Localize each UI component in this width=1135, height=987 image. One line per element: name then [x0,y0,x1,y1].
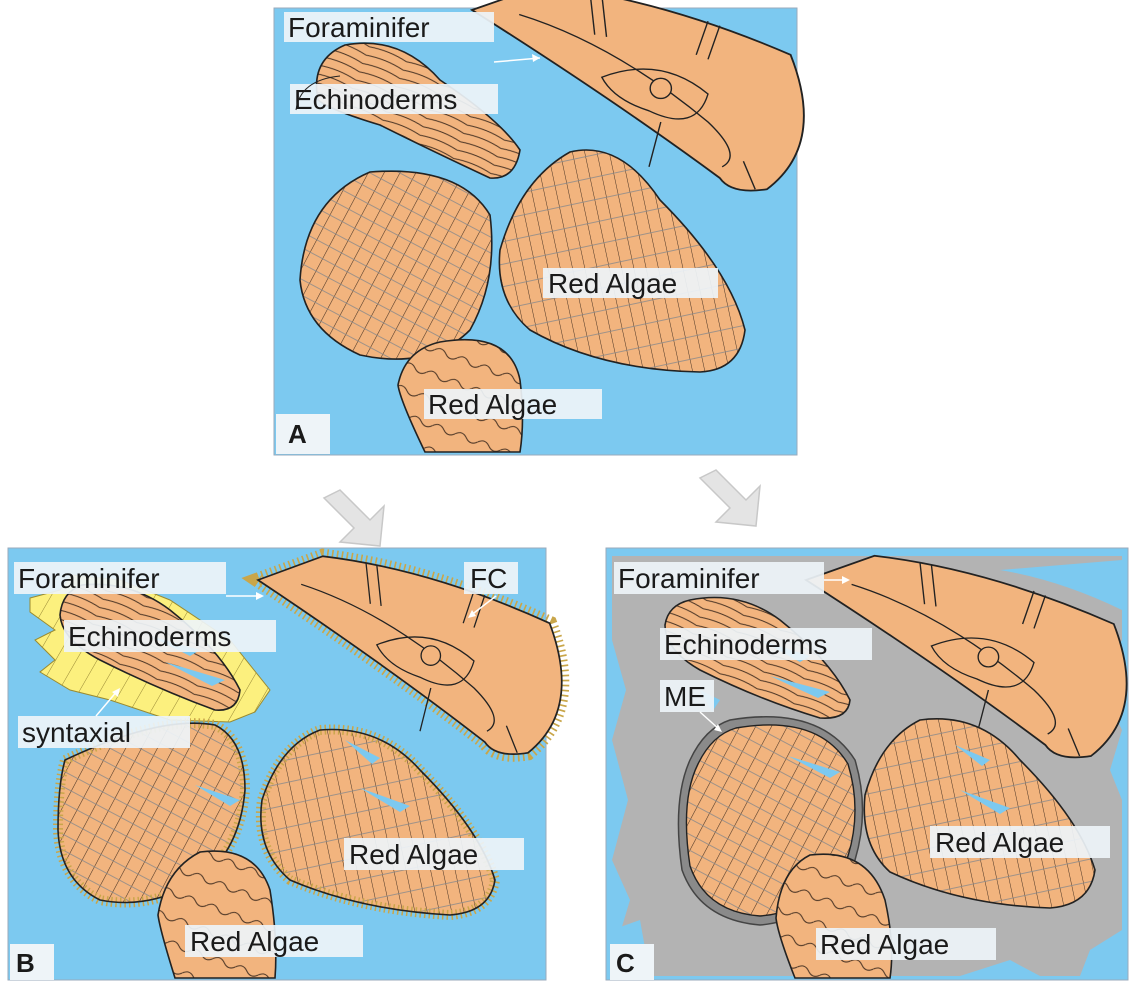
panel-letter-b: B [10,944,54,980]
svg-text:Red Algae: Red Algae [935,827,1064,858]
label-echinoderms: Echinoderms [64,620,276,652]
svg-text:Red Algae: Red Algae [349,839,478,870]
svg-text:syntaxial: syntaxial [22,717,131,748]
label-me: ME [660,680,714,712]
label-red-algae: Red Algae [424,389,602,420]
svg-text:FC: FC [470,563,507,594]
transition-arrow-left [324,490,384,546]
label-red-algae: Red Algae [185,925,363,957]
panel-letter-a: A [276,414,330,454]
label-syntaxial: syntaxial [18,716,190,748]
svg-text:B: B [16,948,35,978]
label-red-algae: Red Algae [930,826,1110,858]
svg-text:Red Algae: Red Algae [820,929,949,960]
panel-a: Foraminifer Echinoderms Red Algae Red Al… [274,0,804,455]
svg-text:Foraminifer: Foraminifer [18,563,160,594]
svg-text:Red Algae: Red Algae [548,268,677,299]
panel-c: Foraminifer Echinoderms ME Red Algae Red… [606,548,1128,980]
label-echinoderms: Echinoderms [660,628,872,660]
svg-text:Echinoderms: Echinoderms [294,84,457,115]
panel-letter-c: C [610,944,654,980]
label-fc: FC [464,562,518,594]
svg-text:A: A [288,419,307,449]
label-foraminifer: Foraminifer [614,562,824,594]
label-red-algae: Red Algae [816,928,996,960]
panel-b: Foraminifer FC Echinoderms syntaxial Red… [8,548,562,980]
label-red-algae: Red Algae [543,268,718,299]
label-echinoderms: Echinoderms [290,84,498,115]
svg-text:Foraminifer: Foraminifer [618,563,760,594]
svg-text:Echinoderms: Echinoderms [68,621,231,652]
svg-text:Echinoderms: Echinoderms [664,629,827,660]
svg-text:Red Algae: Red Algae [428,389,557,420]
svg-text:ME: ME [664,681,706,712]
svg-text:Foraminifer: Foraminifer [288,12,430,43]
label-red-algae: Red Algae [344,838,524,870]
label-foraminifer: Foraminifer [14,562,226,594]
label-foraminifer: Foraminifer [284,12,494,43]
transition-arrow-right [700,468,760,526]
svg-text:Red Algae: Red Algae [190,926,319,957]
svg-text:C: C [616,948,635,978]
